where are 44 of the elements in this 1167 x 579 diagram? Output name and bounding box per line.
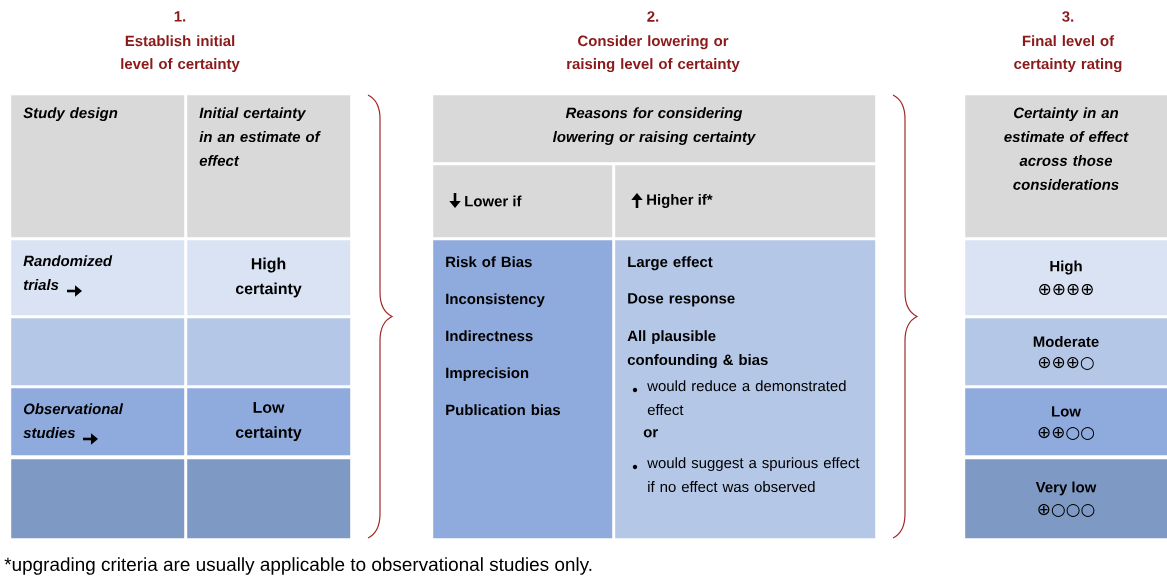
- step-heading: Final level of certainty rating: [1014, 35, 1122, 73]
- cell-background: [965, 240, 1167, 316]
- table-cell: [187, 318, 351, 386]
- cell-background: [433, 240, 613, 539]
- header-cell: Study design: [11, 95, 185, 238]
- list-item: would suggest a spurious effect if no effect was observed: [647, 457, 860, 493]
- rating-label: Very low: [1035, 481, 1097, 496]
- table-cell: Randomized trials: [11, 240, 185, 316]
- header-cell: Certainty in an estimate of effect across those considerations: [965, 95, 1167, 238]
- rating-label: High: [1050, 260, 1082, 275]
- cell-background: [965, 459, 1167, 539]
- list-item: Publication bias: [446, 404, 560, 416]
- header-cell: Initial certainty in an estimate of effect: [187, 95, 351, 238]
- table-cell: [11, 459, 185, 539]
- list-item: Imprecision: [446, 367, 529, 382]
- header-cell: Lower if: [433, 165, 613, 238]
- list-item: Large effect: [628, 256, 713, 271]
- table-cell: Observational studies: [11, 388, 185, 456]
- list-item: Inconsistency: [446, 293, 545, 308]
- footnote: *upgrading criteria are usually applicable to observational studies only.: [4, 557, 592, 575]
- rating-label: Moderate: [1033, 336, 1099, 347]
- step-heading: Establish initial level of certainty: [121, 35, 240, 73]
- cell-background: [965, 318, 1167, 386]
- list-item: or: [643, 429, 658, 438]
- list-item: Risk of Bias: [446, 256, 532, 268]
- step-number: 3.: [1062, 11, 1074, 22]
- list-item: Indirectness: [446, 330, 533, 342]
- step-number: 2.: [647, 11, 659, 22]
- table-cell: High certainty: [187, 240, 351, 316]
- rating-symbols: ⊕⊕⊕⊕: [1039, 283, 1093, 296]
- header-cell: Reasons for considering lowering or raising certainty: [433, 95, 876, 163]
- step-number: 1.: [174, 11, 186, 22]
- cell-background: [965, 388, 1167, 456]
- rating-label: Low: [1052, 406, 1081, 417]
- rating-symbols: ⊕○○○: [1038, 503, 1095, 517]
- header-cell: Higher if*: [615, 165, 876, 238]
- table-cell: [187, 459, 351, 539]
- rating-symbols: ⊕⊕○○: [1038, 426, 1095, 440]
- table-cell: [11, 318, 185, 386]
- table-cell: Low certainty: [187, 388, 351, 456]
- step-heading: Consider lowering or raising level of certainty: [567, 35, 740, 73]
- list-item: Dose response: [628, 293, 735, 307]
- cell-background: [615, 240, 876, 539]
- rating-symbols: ⊕⊕⊕○: [1038, 356, 1094, 370]
